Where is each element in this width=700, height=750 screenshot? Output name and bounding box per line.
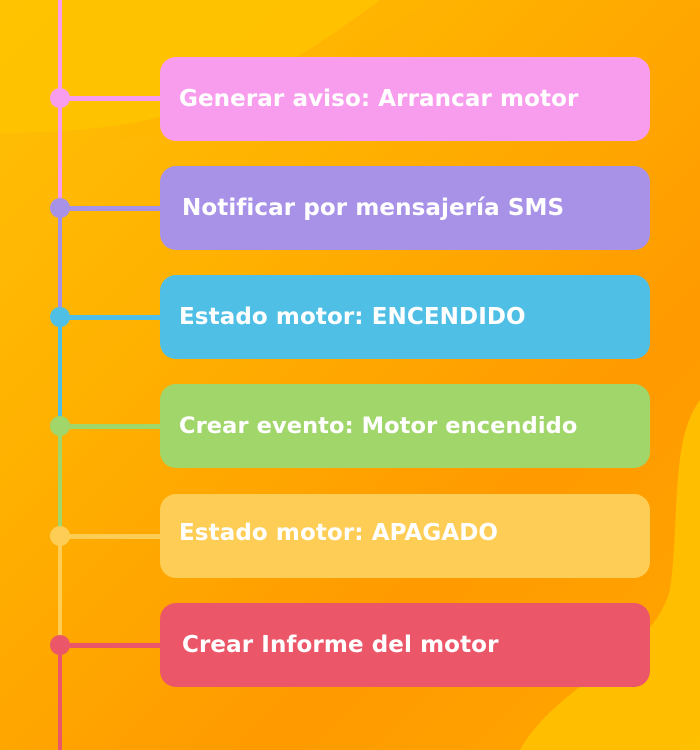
step-estado-encendido: Estado motor: ENCENDIDO [160,275,650,359]
timeline-dot-2 [50,307,70,327]
step-notificar-sms: Notificar por mensajería SMS [160,166,650,250]
timeline-dot-0 [50,88,70,108]
timeline-segment-1 [58,208,62,317]
step-crear-evento: Crear evento: Motor encendido [160,384,650,468]
timeline-dot-1 [50,198,70,218]
connector-3 [60,424,160,429]
step-label: Crear evento: Motor encendido [179,413,578,439]
step-estado-apagado: Estado motor: APAGADO [160,494,650,578]
timeline-dot-5 [50,635,70,655]
step-label: Estado motor: ENCENDIDO [179,304,526,330]
step-generar-aviso: Generar aviso: Arrancar motor [160,57,650,141]
connector-0 [60,96,160,101]
connector-1 [60,206,160,211]
connector-4 [60,534,160,539]
step-label: Generar aviso: Arrancar motor [179,86,579,112]
step-label: Notificar por mensajería SMS [182,195,565,221]
timeline-segment-2 [58,317,62,426]
timeline-dot-4 [50,526,70,546]
timeline-segment-3 [58,426,62,536]
timeline-segment-5 [58,645,62,750]
step-label: Crear Informe del motor [182,632,499,658]
connector-2 [60,315,160,320]
step-crear-informe: Crear Informe del motor [160,603,650,687]
timeline-segment-4 [58,536,62,645]
step-label: Estado motor: APAGADO [179,520,499,546]
connector-5 [60,643,160,648]
timeline-dot-3 [50,416,70,436]
